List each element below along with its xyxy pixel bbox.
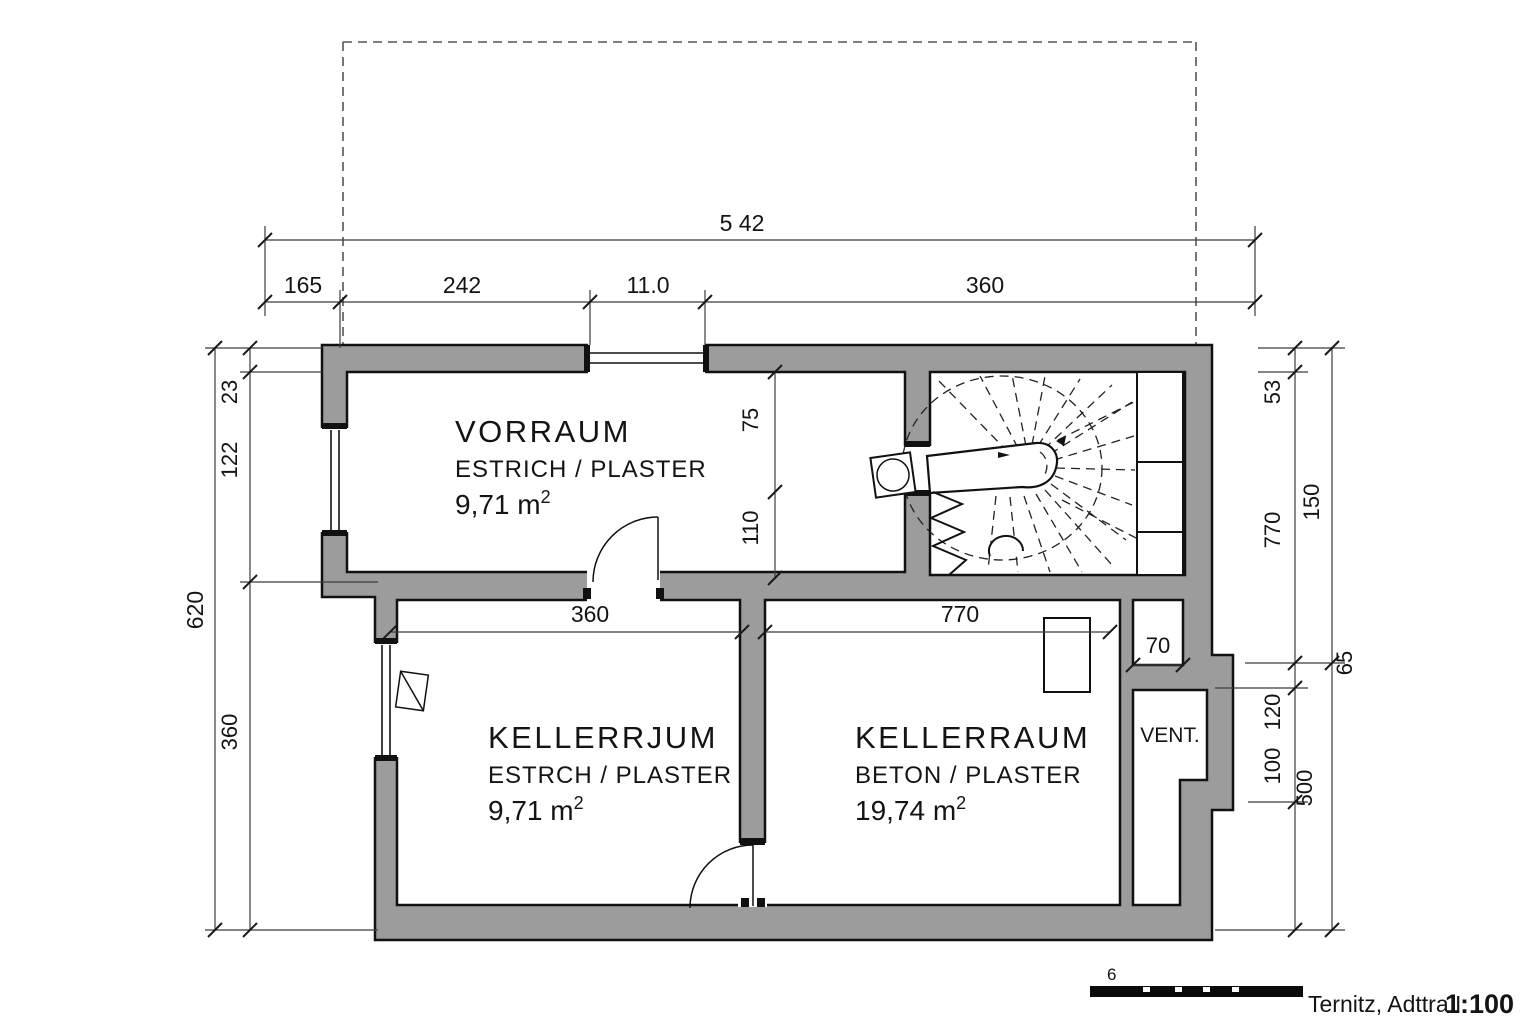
dim-right-770: 770 bbox=[1260, 512, 1285, 549]
dim-right-150: 150 bbox=[1299, 484, 1324, 521]
window-top bbox=[584, 343, 709, 374]
scale-bar bbox=[1090, 986, 1303, 997]
room-finish-vorraum: ESTRICH / PLASTER bbox=[455, 456, 707, 483]
stove-fixture bbox=[869, 451, 917, 499]
dim-interior: 75 110 360 770 70 bbox=[382, 364, 1191, 673]
dim-right: 53 770 120 100 150 65 500 bbox=[1215, 340, 1357, 938]
stair-landing bbox=[925, 441, 1059, 495]
stair-break-line bbox=[928, 491, 968, 576]
stair-shelves bbox=[1136, 371, 1184, 576]
dim-int-75: 75 bbox=[738, 408, 763, 432]
dim-top-242: 242 bbox=[443, 272, 481, 298]
dim-right-100: 100 bbox=[1260, 748, 1285, 785]
dim-top-overall: 5 42 bbox=[720, 210, 765, 236]
dim-right-53: 53 bbox=[1260, 380, 1285, 404]
dim-right-500: 500 bbox=[1292, 770, 1317, 807]
room-area-keller-left: 9,71 m2 bbox=[488, 793, 584, 826]
room-title-vent: VENT. bbox=[1140, 724, 1200, 747]
scale-bar-number: 6 bbox=[1107, 965, 1116, 984]
room-title-keller-right: KELLERRAUM bbox=[855, 720, 1090, 755]
dim-right-120: 120 bbox=[1260, 694, 1285, 731]
dim-right-65: 65 bbox=[1332, 651, 1357, 675]
dim-top: 5 42 165 242 11.0 360 bbox=[257, 210, 1263, 348]
dim-left-360: 360 bbox=[217, 714, 242, 751]
room-finish-keller-right: BETON / PLASTER bbox=[855, 762, 1082, 789]
door-keller bbox=[689, 838, 767, 909]
scale-label: 1:100 bbox=[1445, 989, 1514, 1019]
boiler-fixture bbox=[1043, 617, 1091, 693]
room-area-keller-right: 19,74 m2 bbox=[855, 793, 966, 826]
dim-int-770: 770 bbox=[941, 601, 979, 627]
room-finish-keller-left: ESTRCH / PLASTER bbox=[488, 762, 732, 789]
dim-top-165: 165 bbox=[284, 272, 322, 298]
room-title-vorraum: VORRAUM bbox=[455, 414, 631, 449]
window-left-lower bbox=[373, 638, 399, 761]
title-block: 6 Ternitz, Adttra I 1:100 bbox=[1090, 965, 1514, 1019]
dim-int-70: 70 bbox=[1146, 633, 1170, 658]
room-area-vorraum: 9,71 m2 bbox=[455, 487, 551, 520]
location-label: Ternitz, Adttra I bbox=[1308, 991, 1461, 1017]
upper-floor-dashed-outline bbox=[342, 41, 1197, 346]
dim-left-overall: 620 bbox=[182, 591, 208, 629]
dim-int-360: 360 bbox=[571, 601, 609, 627]
room-labels: VORRAUM ESTRICH / PLASTER 9,71 m2 KELLER… bbox=[455, 414, 1200, 826]
dim-int-110: 110 bbox=[738, 510, 763, 545]
window-shutter-fixture bbox=[394, 670, 430, 712]
room-title-keller-left: KELLERRJUM bbox=[488, 720, 718, 755]
spiral-stair bbox=[901, 374, 1179, 576]
dim-left-23: 23 bbox=[217, 380, 242, 404]
door-vorraum bbox=[583, 516, 664, 602]
dim-left: 620 23 122 360 bbox=[182, 340, 378, 938]
window-left-upper bbox=[320, 423, 349, 536]
dim-top-360: 360 bbox=[966, 272, 1004, 298]
dim-left-122: 122 bbox=[217, 442, 242, 479]
dim-top-110: 11.0 bbox=[626, 272, 669, 298]
